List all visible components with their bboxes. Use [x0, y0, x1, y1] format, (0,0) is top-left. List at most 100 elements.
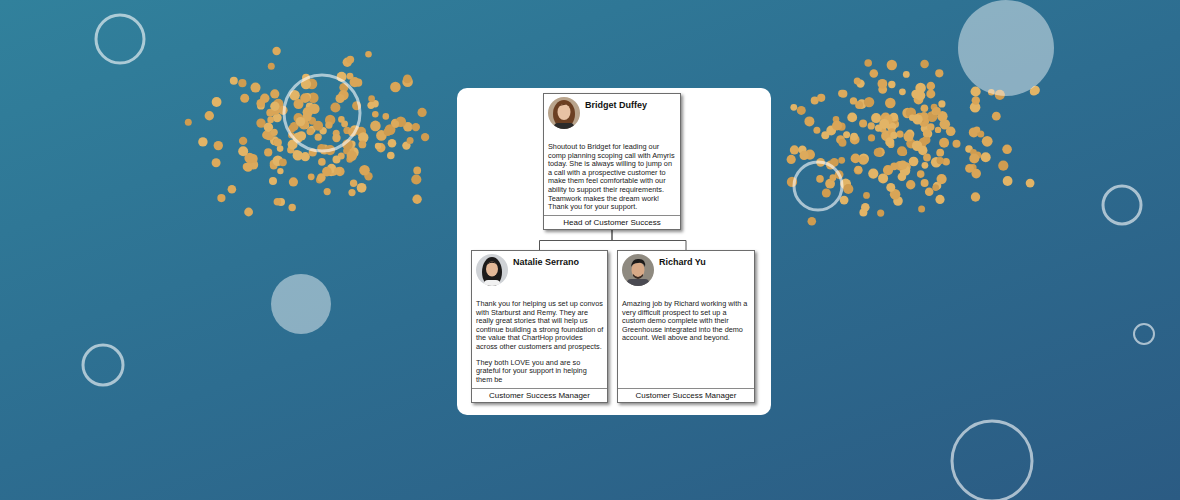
confetti-dot: [932, 184, 939, 191]
confetti-dot: [821, 131, 829, 139]
confetti-dot: [333, 156, 341, 164]
confetti-dot: [939, 138, 949, 148]
confetti-dot: [308, 173, 315, 180]
confetti-dot: [859, 120, 867, 128]
confetti-dot: [300, 93, 310, 103]
confetti-dot: [230, 77, 238, 85]
confetti-dot: [839, 139, 847, 147]
confetti-dot: [877, 210, 884, 217]
confetti-dot: [843, 184, 853, 194]
confetti-dot: [279, 158, 287, 166]
confetti-dot: [817, 94, 825, 102]
confetti-dot: [868, 134, 875, 141]
confetti-dot: [887, 60, 897, 70]
confetti-dot: [347, 151, 357, 161]
confetti-dot: [325, 121, 332, 128]
confetti-dot: [289, 177, 298, 186]
confetti-dot: [981, 152, 991, 162]
confetti-dot: [918, 205, 925, 212]
confetti-dot: [317, 173, 326, 182]
confetti-dot: [921, 104, 929, 112]
confetti-dot: [838, 157, 845, 164]
confetti-dot: [421, 133, 429, 141]
confetti-dot: [370, 121, 381, 132]
confetti-dot: [890, 132, 897, 139]
confetti-dot: [800, 151, 809, 160]
confetti-dot: [864, 59, 872, 67]
confetti-dot: [946, 127, 956, 137]
org-connector: [612, 230, 686, 250]
confetti-dot: [1026, 179, 1035, 188]
confetti-dot: [832, 120, 842, 130]
confetti-dot: [878, 79, 888, 89]
confetti-dot: [912, 114, 922, 124]
confetti-dot: [240, 94, 249, 103]
confetti-dot: [390, 82, 401, 93]
confetti-dot: [332, 134, 340, 142]
confetti-dot: [816, 175, 824, 183]
confetti-dot: [185, 119, 192, 126]
confetti-dot: [274, 138, 282, 146]
job-title: Head of Customer Success: [544, 215, 680, 229]
confetti-dot: [277, 168, 283, 174]
confetti-dot: [383, 113, 390, 120]
confetti-dot: [854, 166, 863, 175]
org-connector: [540, 230, 613, 250]
confetti-dot: [212, 158, 221, 167]
confetti-dot: [925, 187, 934, 196]
confetti-dot: [879, 119, 889, 129]
confetti-dot: [296, 117, 305, 126]
shoutout-text: Amazing job by Richard working with a ve…: [622, 300, 751, 343]
confetti-dot: [238, 79, 246, 87]
confetti-dot: [330, 103, 340, 113]
confetti-dot: [315, 134, 322, 141]
confetti-dot: [238, 146, 248, 156]
confetti-dot: [898, 173, 907, 182]
confetti-dot: [972, 96, 980, 104]
confetti-dot: [413, 167, 421, 175]
confetti-dot: [272, 47, 280, 55]
ring-circle: [952, 421, 1032, 500]
confetti-dot: [274, 198, 282, 206]
confetti-dot: [899, 88, 906, 95]
card-body: Shoutout to Bridget for leading our comp…: [544, 143, 680, 215]
confetti-dot: [313, 121, 323, 131]
confetti-dot: [318, 158, 326, 166]
person-name: Bridget Duffey: [585, 100, 677, 111]
confetti-dot: [270, 102, 279, 111]
confetti-dot: [411, 174, 421, 184]
filled-circle: [271, 274, 331, 334]
confetti-dot: [888, 81, 895, 88]
job-title: Customer Success Manager: [618, 388, 754, 402]
confetti-dot: [870, 69, 879, 78]
person-name: Richard Yu: [659, 257, 751, 268]
confetti-dot: [855, 166, 863, 174]
confetti-dot: [847, 113, 857, 123]
confetti-dot: [375, 143, 381, 149]
card-body: Thank you for helping us set up convos w…: [472, 300, 607, 388]
confetti-dot: [309, 103, 320, 114]
confetti-dot: [822, 189, 831, 198]
ring-circle: [1103, 186, 1141, 224]
confetti-dot: [935, 195, 944, 204]
confetti-dot: [1003, 176, 1013, 186]
confetti-dot: [228, 185, 237, 194]
confetti-dot: [804, 116, 814, 126]
confetti-dot: [863, 192, 870, 199]
confetti-dot: [367, 102, 374, 109]
confetti-dot: [935, 127, 941, 133]
confetti-dot: [917, 170, 925, 178]
card-body: Amazing job by Richard working with a ve…: [618, 300, 754, 388]
shoutout-text: Thank you for helping us set up convos w…: [476, 300, 604, 352]
confetti-dot: [350, 180, 357, 187]
confetti-dot: [830, 174, 837, 181]
confetti-dot: [923, 129, 931, 137]
confetti-dot: [251, 83, 261, 93]
confetti-dot: [271, 129, 278, 136]
confetti-dot: [904, 132, 914, 142]
confetti-dot: [790, 104, 797, 111]
confetti-dot: [357, 183, 367, 193]
confetti-dot: [897, 146, 907, 156]
confetti-dot: [301, 152, 310, 161]
